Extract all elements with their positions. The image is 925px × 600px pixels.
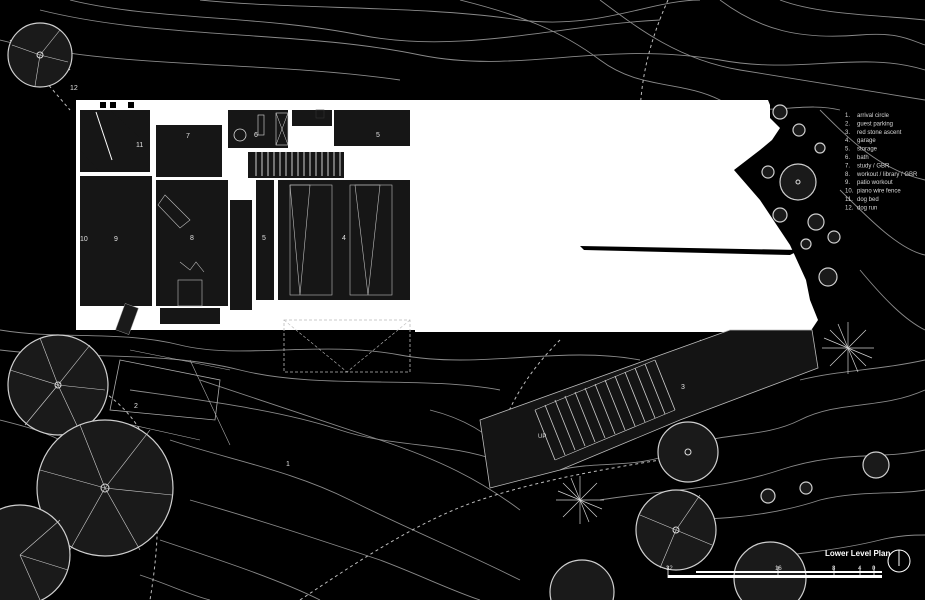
room-number-11: 11: [136, 142, 143, 149]
legend-item-text: red stone ascent: [857, 130, 902, 136]
legend-item-text: storage: [857, 147, 878, 153]
legend-item: 8. workout / library / GBR: [845, 172, 918, 178]
legend-item-number: 7.: [845, 163, 850, 169]
legend: 1. arrival circle 2. guest parking 3. red sto…: [845, 113, 918, 211]
scale-label-0: 0: [872, 566, 876, 572]
plan-title: Lower Level Plan: [825, 549, 890, 558]
legend-item-text: bath: [857, 155, 869, 161]
room-number-5a: 5: [262, 235, 266, 242]
tree-large-center: [36, 419, 174, 557]
room-number-7: 7: [186, 133, 190, 140]
legend-item-text: dog run: [857, 205, 877, 211]
north-arrow-icon: [887, 549, 911, 573]
legend-item: 9. patio workout: [845, 180, 893, 186]
legend-item-text: patio workout: [857, 180, 893, 186]
legend-item-text: study / GBR: [857, 163, 890, 169]
tree-bottom-right: [549, 421, 807, 600]
tree-bottom-left: [0, 504, 71, 600]
legend-item: 12.dog run: [845, 205, 877, 211]
legend-item: 4. garage: [845, 138, 876, 144]
room-number-5b: 5: [376, 132, 380, 139]
trees: [0, 22, 890, 600]
stair-up-label: UP: [538, 434, 546, 440]
scale-bar: [668, 575, 882, 578]
legend-item-text: piano wire fence: [857, 189, 901, 195]
legend-item-number: 12.: [845, 205, 854, 211]
room-number-3: 3: [681, 384, 685, 391]
room-number-1: 1: [286, 461, 290, 468]
tree-top-left: [7, 22, 73, 88]
legend-item: 7. study / GBR: [845, 163, 890, 169]
room-number-4: 4: [342, 235, 346, 242]
legend-item: 5. storage: [845, 147, 878, 153]
room-number-labels: 1 2 3 4 5 5 6 7 8 9 10 11 12 UP: [70, 85, 685, 468]
room-number-2: 2: [134, 403, 138, 410]
legend-item-text: dog bed: [857, 197, 879, 203]
red-stone-ascent: [479, 329, 819, 489]
room-number-12: 12: [70, 85, 78, 92]
legend-item-text: arrival circle: [857, 113, 890, 119]
legend-item: 3. red stone ascent: [845, 130, 902, 136]
legend-item: 1. arrival circle: [845, 113, 890, 119]
scale-label-8: 8: [832, 566, 836, 572]
legend-item: 2. guest parking: [845, 121, 893, 127]
guest-parking-outline: [109, 349, 231, 446]
room-number-9: 9: [114, 236, 118, 243]
room-number-8: 8: [190, 235, 194, 242]
scale-label-4: 4: [858, 566, 862, 572]
legend-item-number: 3.: [845, 130, 850, 136]
shrub-stars: [556, 322, 874, 524]
legend-item-text: workout / library / GBR: [856, 172, 918, 178]
legend-item-number: 6.: [845, 155, 850, 161]
legend-item: 11. dog bed: [845, 197, 879, 203]
plan-title-block: Lower Level Plan 32 16 8 4 0: [666, 549, 911, 578]
legend-item: 10.piano wire fence: [845, 189, 901, 195]
legend-item: 6. bath: [845, 155, 869, 161]
legend-item-text: garage: [857, 138, 876, 144]
legend-item-number: 11.: [845, 197, 853, 203]
legend-item-number: 10.: [845, 189, 854, 195]
legend-item-number: 8.: [845, 172, 850, 178]
building-rooms: [80, 102, 410, 324]
scale-label-16: 16: [775, 566, 782, 572]
legend-item-number: 2.: [845, 121, 850, 127]
scale-label-32: 32: [666, 566, 673, 572]
room-number-10: 10: [80, 236, 88, 243]
legend-item-number: 1.: [845, 113, 850, 119]
legend-item-number: 4.: [845, 138, 850, 144]
room-number-6: 6: [254, 132, 258, 139]
carport-outline: [115, 303, 411, 373]
legend-item-number: 9.: [845, 180, 850, 186]
tree-large-left: [7, 334, 109, 436]
legend-item-number: 5.: [845, 147, 850, 153]
tree-right-cluster: [760, 104, 890, 504]
legend-item-text: guest parking: [857, 121, 893, 127]
